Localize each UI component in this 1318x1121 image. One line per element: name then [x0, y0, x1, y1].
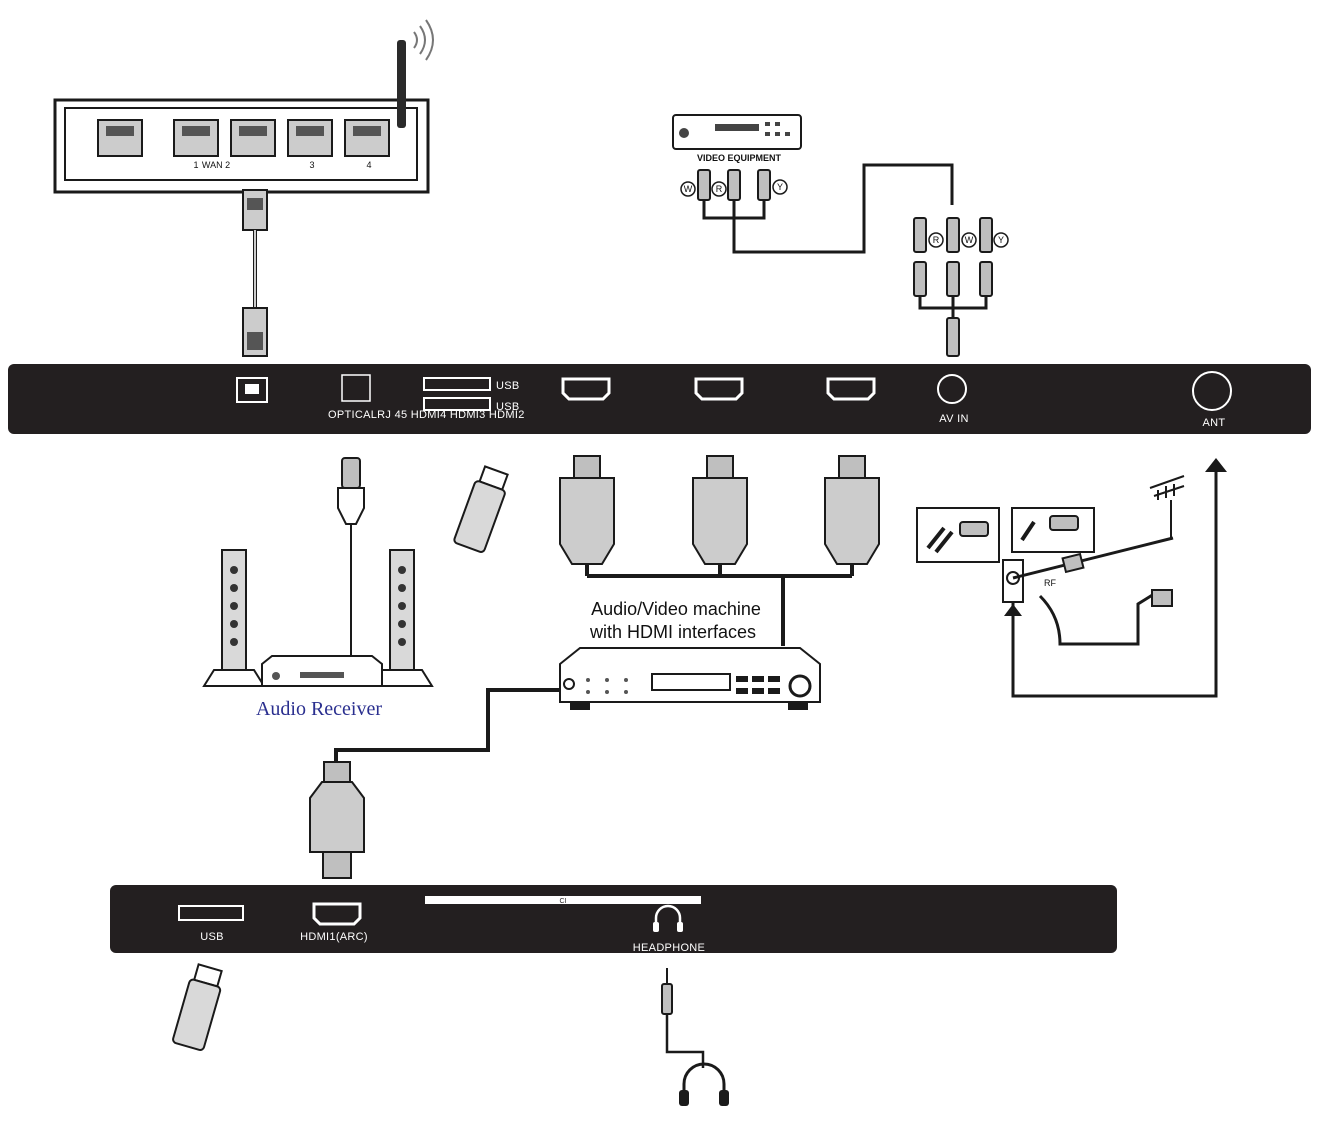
antenna-connection: RF [916, 458, 1227, 698]
plug-label-w: W [684, 184, 693, 194]
hdmi1-arc-port-icon [312, 902, 362, 926]
usb-top-label: USB [496, 380, 520, 392]
router-port-label-wan2: WAN 2 [202, 160, 230, 170]
rf-label: RF [1044, 578, 1056, 588]
router-port-label-1: 1 [193, 160, 198, 170]
video-equipment: VIDEO EQUIPMENT [672, 114, 802, 163]
usb-stick-bottom-icon [172, 963, 223, 1051]
av-in-label: AV IN [939, 413, 968, 425]
hdmi1-arc-label: HDMI1(ARC) [300, 931, 368, 943]
hdmi3-port-icon [694, 377, 744, 401]
av-machine [559, 647, 821, 710]
video-equipment-label: VIDEO EQUIPMENT [697, 153, 782, 163]
adapter-label-y: Y [998, 235, 1004, 245]
av-adapter-cable: R W Y [913, 217, 1009, 357]
usb-stick-top-icon [453, 465, 509, 553]
hdmi-cable-4 [559, 455, 615, 565]
av-in-port-icon [937, 374, 967, 404]
speaker-right-icon [370, 549, 434, 687]
optical-port-icon [341, 374, 371, 402]
av-machine-caption-line1: Audio/Video machine [591, 599, 761, 619]
usb-port-top-icon [423, 377, 491, 391]
usb-port-bottom-panel-icon [178, 905, 244, 921]
ci-label: CI [560, 898, 567, 905]
headphones-icon [679, 1062, 729, 1106]
router-port-label-3: 3 [309, 160, 314, 170]
speaker-left-icon [202, 549, 266, 687]
hdmi2-port-icon [826, 377, 876, 401]
rca-plugs-source: W R Y [680, 163, 954, 254]
rj45-port-icon [236, 377, 268, 403]
router-port-label-4: 4 [366, 160, 371, 170]
rooftop-antenna-icon [1149, 475, 1185, 540]
headphone-cable [661, 968, 705, 1068]
ethernet-cable [242, 189, 268, 357]
hdmi-cable-2 [824, 455, 880, 565]
headphone-label: HEADPHONE [633, 942, 705, 954]
adapter-label-w: W [965, 235, 974, 245]
plug-label-r: R [716, 184, 723, 194]
wifi-antenna-icon [397, 19, 434, 128]
router-port-icon [97, 119, 390, 157]
ant-label: ANT [1203, 417, 1226, 429]
top-port-panel: USB USB OPTICALRJ 45 HDMI4 HDMI3 HDMI2 A… [8, 364, 1311, 434]
headphone-port-icon [653, 904, 683, 932]
router: 1 WAN 2 3 4 [53, 19, 434, 194]
port-row-label: OPTICALRJ 45 HDMI4 HDMI3 HDMI2 [328, 409, 525, 421]
optical-cable [337, 457, 365, 660]
hdmi4-port-icon [561, 377, 611, 401]
plug-label-y: Y [777, 182, 783, 192]
ant-port-icon [1192, 371, 1232, 411]
av-machine-caption-line2: with HDMI interfaces [589, 622, 756, 642]
hdmi-cable-3 [692, 455, 748, 565]
ci-slot [425, 896, 701, 904]
hdmi-arc-cable [309, 761, 365, 879]
adapter-label-r: R [933, 235, 940, 245]
usb-bottom-panel-label: USB [200, 931, 224, 943]
receiver-unit-icon [261, 655, 383, 687]
usb-bottom-label: USB [496, 401, 520, 413]
bottom-port-panel: USB HDMI1(ARC) CI HEADPHONE [110, 885, 1117, 954]
usb-port-bottom-icon [423, 397, 491, 411]
audio-receiver-label: Audio Receiver [256, 698, 382, 720]
audio-receiver: Audio Receiver [202, 549, 434, 720]
